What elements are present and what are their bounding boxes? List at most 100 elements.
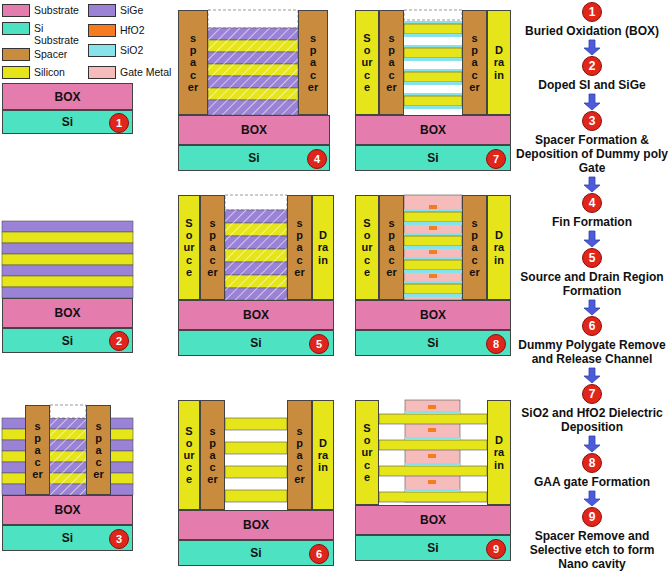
region-label: spacer	[469, 32, 480, 92]
legend-item: Silicon	[2, 66, 86, 79]
vertical-region-box: Drain	[312, 195, 334, 300]
vertical-region-box: spacer	[25, 405, 50, 495]
region-label: Drain	[494, 44, 505, 80]
flow-arrow	[584, 491, 600, 506]
layer-label: BOX	[54, 503, 80, 517]
flow-arrow	[584, 300, 600, 315]
region-label: Drain	[494, 229, 505, 265]
layer-label: Si	[248, 151, 259, 165]
vertical-region-box: Drain	[487, 10, 511, 115]
legend-item: HfO2	[88, 24, 172, 37]
layer-label: BOX	[243, 518, 269, 532]
legend-item: SiGe	[88, 4, 172, 17]
legend-item: SiO2	[88, 44, 172, 57]
callout-number: 1	[109, 113, 129, 133]
flow-arrow	[584, 436, 600, 452]
vertical-region-box: spacer	[287, 400, 312, 510]
vertical-region-box: Source	[355, 400, 379, 505]
step-label: Fin Formation	[552, 215, 632, 229]
region-label: Source	[362, 217, 373, 277]
legend-text: Substrate	[34, 4, 86, 16]
vertical-region-box: spacer	[200, 400, 225, 510]
callout-number: 4	[307, 149, 327, 169]
layer-label: Si	[427, 541, 438, 555]
process-step: 1Buried Oxidation (BOX)	[516, 2, 668, 38]
layer-box: BOX	[2, 495, 133, 525]
layer-label: Si	[250, 336, 261, 350]
legend-text: Spacer	[34, 48, 86, 60]
step-number: 7	[582, 384, 602, 404]
process-step: 5Source and Drain Region Formation	[516, 248, 668, 298]
step-label: GAA gate Formation	[534, 475, 650, 489]
step-label: Source and Drain Region Formation	[516, 270, 668, 298]
layer-label: Si	[62, 531, 73, 545]
flow-arrow	[584, 94, 600, 110]
process-step: 6Dummy Polygate Remove and Release Chann…	[516, 316, 668, 366]
layer-box: Si2	[2, 328, 133, 353]
step-number: 8	[582, 453, 602, 473]
flow-arrow	[584, 231, 600, 247]
region-label: spacer	[386, 217, 397, 277]
region-label: spacer	[32, 420, 43, 480]
flow-arrow	[584, 177, 600, 192]
callout-text: 1	[116, 118, 122, 129]
legend-item: Substrate	[2, 4, 86, 17]
region-label: spacer	[386, 32, 397, 92]
callout-number: 6	[309, 544, 329, 564]
process-step: 3Spacer Formation & Deposition of Dummy …	[516, 111, 668, 175]
legend-swatch	[88, 66, 116, 79]
region-label: Drain	[318, 229, 329, 265]
region-label: spacer	[469, 217, 480, 277]
vertical-region-box: spacer	[462, 10, 487, 115]
callout-number: 5	[309, 334, 329, 354]
callout-number: 7	[486, 149, 506, 169]
legend-swatch	[2, 66, 30, 79]
step-number: 1	[582, 2, 602, 22]
process-step: 8GAA gate Formation	[516, 453, 668, 489]
vertical-region-box: spacer	[178, 10, 208, 115]
layer-label: BOX	[243, 308, 269, 322]
legend-swatch	[2, 4, 30, 17]
process-step: 2Doped SI and SiGe	[516, 56, 668, 92]
step-label: SiO2 and HfO2 Dielectric Deposition	[516, 406, 668, 434]
legend-swatch	[2, 22, 30, 35]
vertical-region-box: Drain	[487, 195, 511, 300]
flow-arrow	[584, 40, 600, 55]
vertical-region-box: Source	[178, 195, 200, 300]
legend-text: SiO2	[120, 44, 172, 56]
step-label: Buried Oxidation (BOX)	[525, 24, 659, 38]
layer-label: BOX	[241, 123, 267, 137]
legend-text: Gate Metal	[120, 66, 172, 78]
vertical-region-box: spacer	[287, 195, 312, 300]
step-label: Dummy Polygate Remove and Release Channe…	[516, 338, 668, 366]
callout-text: 4	[314, 154, 320, 165]
process-step: 7SiO2 and HfO2 Dielectric Deposition	[516, 384, 668, 434]
region-label: spacer	[93, 420, 104, 480]
layer-label: Si	[62, 115, 73, 129]
legend-text: HfO2	[120, 24, 172, 36]
region-label: spacer	[188, 32, 199, 92]
layer-box: BOX	[355, 115, 511, 145]
layer-box: BOX	[178, 510, 334, 540]
region-label: spacer	[294, 425, 305, 485]
step-label: Spacer Remove and Selective etch to form…	[516, 529, 668, 571]
vertical-region-box: spacer	[379, 195, 404, 300]
region-label: spacer	[294, 217, 305, 277]
callout-text: 9	[493, 544, 499, 555]
region-label: Source	[184, 217, 195, 277]
vertical-region-box: Drain	[487, 400, 511, 505]
layer-box: Si7	[355, 145, 511, 171]
layer-label: BOX	[54, 90, 80, 104]
vertical-region-box: spacer	[379, 10, 404, 115]
layer-box: BOX	[355, 300, 511, 330]
callout-text: 2	[116, 336, 122, 347]
layer-box: Si3	[2, 525, 133, 551]
legend-text: Si Substrate	[34, 22, 86, 46]
vertical-region-box: spacer	[462, 195, 487, 300]
layer-box: Si8	[355, 330, 511, 356]
legend-swatch	[88, 24, 116, 37]
legend-item: Spacer	[2, 48, 86, 61]
region-label: Source	[362, 32, 373, 92]
layer-label: BOX	[420, 308, 446, 322]
step-number: 3	[582, 111, 602, 131]
